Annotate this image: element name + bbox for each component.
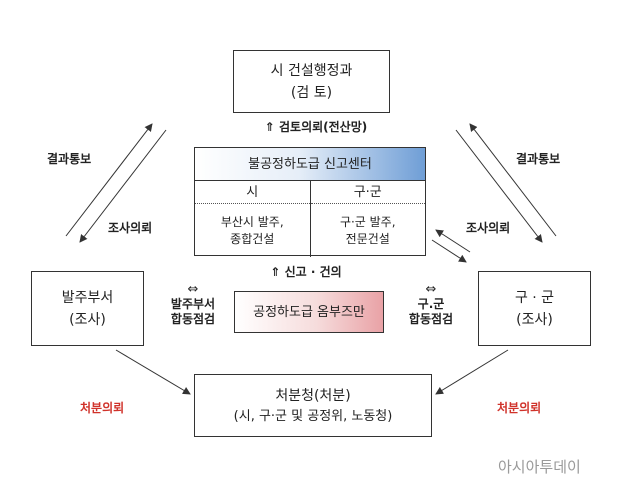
arrow-investigation-right-upper bbox=[455, 129, 543, 243]
report-center-box: 불공정하도급 신고센터 시 부산시 발주, 종합건설 구·군 구·군 발주, 전… bbox=[194, 147, 426, 257]
left-joint-line2: 합동점검 bbox=[170, 312, 216, 326]
investigation-request-right-label: 조사의뢰 bbox=[466, 221, 511, 235]
city-construction-admin-title: 시 건설행정과 bbox=[270, 62, 353, 79]
left-joint-arrow-icon: ⇔ bbox=[187, 282, 199, 297]
arrow-investigation-right bbox=[431, 239, 467, 263]
right-joint-inspection: ⇔ 구.군 합동점검 bbox=[398, 282, 464, 327]
disposition-request-right-label: 처분의뢰 bbox=[497, 401, 542, 415]
arrow-result-notice-left bbox=[65, 123, 153, 237]
right-joint-line1: 구.군 bbox=[417, 297, 445, 311]
ombudsman-box: 공정하도급 옴부즈만 bbox=[234, 291, 384, 333]
report-center-title: 불공정하도급 신고센터 bbox=[248, 156, 372, 172]
ordering-dept-box: 발주부서 (조사) bbox=[31, 271, 144, 346]
district-detail-2: 전문건설 bbox=[345, 231, 390, 246]
city-construction-admin-box: 시 건설행정과 (검 토) bbox=[233, 50, 390, 113]
arrow-result-notice-right bbox=[469, 123, 557, 237]
arrow-disposition-right bbox=[435, 349, 509, 395]
report-suggestion-label: ⇑ 신고 · 건의 bbox=[270, 265, 342, 279]
district-box-title: 구 · 군 bbox=[514, 289, 555, 306]
ordering-dept-title: 발주부서 bbox=[61, 289, 114, 306]
district-column-header: 구·군 bbox=[310, 181, 425, 204]
ombudsman-label: 공정하도급 옴부즈만 bbox=[253, 304, 365, 320]
city-column: 시 부산시 발주, 종합건설 bbox=[195, 181, 311, 257]
city-detail-2: 종합건설 bbox=[230, 231, 275, 246]
city-detail-1: 부산시 발주, bbox=[220, 214, 284, 229]
district-column: 구·군 구·군 발주, 전문건설 bbox=[310, 181, 425, 257]
disposition-authority-title: 처분청(처분) bbox=[275, 388, 351, 404]
city-construction-admin-role: (검 토) bbox=[290, 84, 333, 101]
city-column-header: 시 bbox=[195, 181, 310, 204]
disposition-authority-members: (시, 구·군 및 공정위, 노동청) bbox=[233, 409, 393, 424]
district-box: 구 · 군 (조사) bbox=[478, 271, 591, 346]
arrow-disposition-left bbox=[115, 349, 191, 395]
review-request-label: ⇑ 검토의뢰(전산망) bbox=[264, 120, 368, 134]
disposition-authority-box: 처분청(처분) (시, 구·군 및 공정위, 노동청) bbox=[194, 374, 432, 437]
arrow-investigation-left bbox=[79, 129, 167, 243]
arrow-result-right-small bbox=[435, 229, 471, 253]
ordering-dept-role: (조사) bbox=[69, 311, 106, 328]
right-joint-arrow-icon: ⇔ bbox=[425, 282, 437, 297]
result-notice-left-label: 결과통보 bbox=[47, 152, 92, 166]
left-joint-inspection: ⇔ 발주부서 합동점검 bbox=[160, 282, 226, 327]
result-notice-right-label: 결과통보 bbox=[516, 152, 561, 166]
right-joint-line2: 합동점검 bbox=[408, 312, 454, 326]
left-joint-line1: 발주부서 bbox=[170, 297, 216, 311]
disposition-request-left-label: 처분의뢰 bbox=[80, 401, 125, 415]
investigation-request-left-label: 조사의뢰 bbox=[108, 221, 153, 235]
district-detail-1: 구·군 발주, bbox=[339, 214, 396, 229]
district-box-role: (조사) bbox=[516, 311, 553, 328]
report-center-header: 불공정하도급 신고센터 bbox=[195, 148, 425, 181]
watermark-logo: 아시아투데이 bbox=[498, 458, 581, 476]
